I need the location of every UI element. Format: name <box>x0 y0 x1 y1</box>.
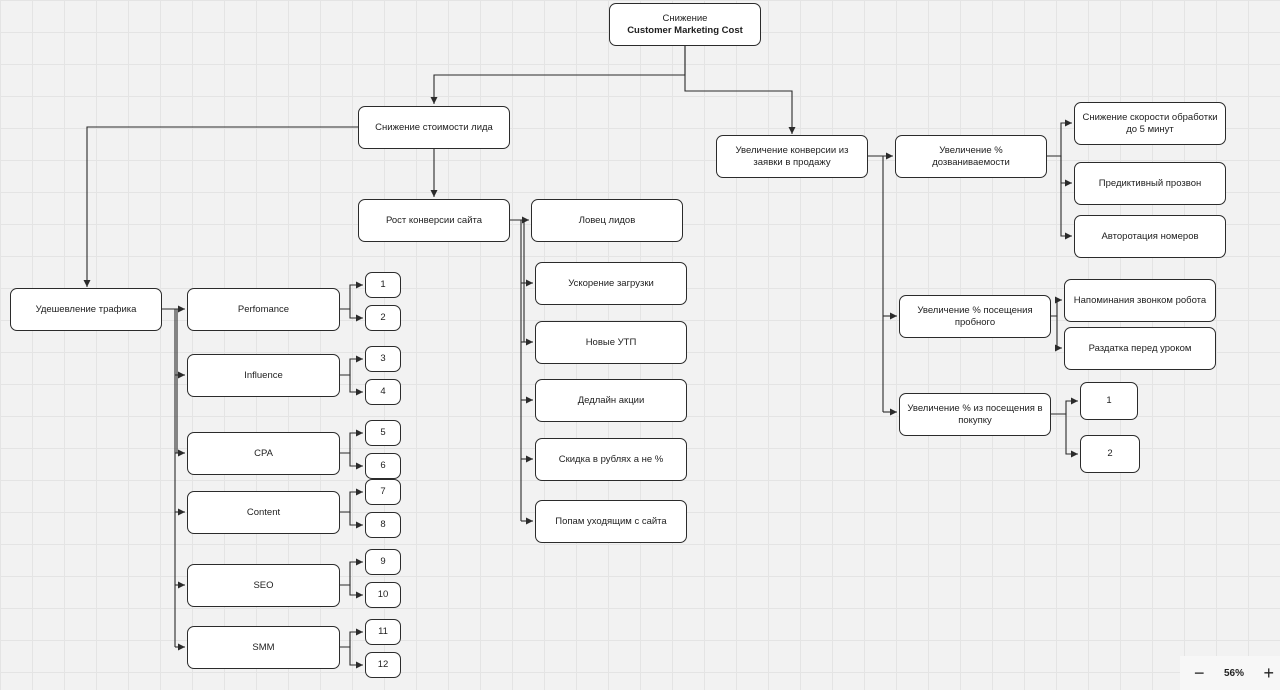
node-speedup[interactable]: Ускорение загрузки <box>535 262 687 305</box>
node-performance[interactable]: Perfomance <box>187 288 340 331</box>
node-num-7[interactable]: 7 <box>365 479 401 505</box>
node-new-usp[interactable]: Новые УТП <box>535 321 687 364</box>
edge-siteconv-trunk <box>510 219 522 521</box>
edge-conv-trunk <box>868 155 884 412</box>
node-site-conv[interactable]: Рост конверсии сайта <box>358 199 510 242</box>
node-num-8[interactable]: 8 <box>365 512 401 538</box>
zoom-level: 56% <box>1223 667 1244 679</box>
node-num-1[interactable]: 1 <box>365 272 401 298</box>
node-lead-catcher[interactable]: Ловец лидов <box>531 199 683 242</box>
node-visit-purchase[interactable]: Увеличение % из посещения в покупку <box>899 393 1051 436</box>
zoom-out-button[interactable]: − <box>1194 663 1205 683</box>
node-deadline[interactable]: Дедлайн акции <box>535 379 687 422</box>
node-cpa[interactable]: CPA <box>187 432 340 475</box>
node-robot-reminder[interactable]: Напоминания звонком робота <box>1064 279 1216 322</box>
edge-leadcost-traffic <box>83 126 358 287</box>
node-num-9[interactable]: 9 <box>365 549 401 575</box>
edge-siteconv-trunk2 <box>513 219 525 342</box>
node-root-line1: Снижение <box>662 12 708 24</box>
node-num-4[interactable]: 4 <box>365 379 401 405</box>
node-conv-request[interactable]: Увеличение конверсии из заявки в продажу <box>716 135 868 178</box>
node-num-2[interactable]: 2 <box>365 305 401 331</box>
node-num-10[interactable]: 10 <box>365 582 401 608</box>
node-num-3[interactable]: 3 <box>365 346 401 372</box>
zoom-control: − 56% + <box>1180 656 1280 690</box>
node-popup[interactable]: Попам уходящим с сайта <box>535 500 687 543</box>
node-content[interactable]: Content <box>187 491 340 534</box>
node-discount[interactable]: Скидка в рублях а не % <box>535 438 687 481</box>
node-num-11[interactable]: 11 <box>365 619 401 645</box>
node-seo[interactable]: SEO <box>187 564 340 607</box>
node-influence[interactable]: Influence <box>187 354 340 397</box>
edge-traffic-trunk <box>162 308 176 647</box>
node-traffic[interactable]: Удешевление трафика <box>10 288 162 331</box>
node-handout[interactable]: Раздатка перед уроком <box>1064 327 1216 370</box>
node-smm[interactable]: SMM <box>187 626 340 669</box>
node-root-line2: Customer Marketing Cost <box>627 24 743 36</box>
node-purchase-1[interactable]: 1 <box>1080 382 1138 420</box>
node-trial-visit[interactable]: Увеличение % посещения пробного <box>899 295 1051 338</box>
zoom-in-button[interactable]: + <box>1263 663 1274 683</box>
edge-root-convrequest <box>684 46 796 134</box>
node-num-6[interactable]: 6 <box>365 453 401 479</box>
node-root[interactable]: Снижение Customer Marketing Cost <box>609 3 761 46</box>
node-dial-rate[interactable]: Увеличение % дозваниваемости <box>895 135 1047 178</box>
node-purchase-2[interactable]: 2 <box>1080 435 1140 473</box>
node-speed-5min[interactable]: Снижение скорости обработки до 5 минут <box>1074 102 1226 145</box>
node-lead-cost[interactable]: Снижение стоимости лида <box>358 106 510 149</box>
node-num-12[interactable]: 12 <box>365 652 401 678</box>
edge-root-leadcost <box>430 46 686 104</box>
node-predictive[interactable]: Предиктивный прозвон <box>1074 162 1226 205</box>
node-autorotation[interactable]: Авторотация номеров <box>1074 215 1226 258</box>
node-num-5[interactable]: 5 <box>365 420 401 446</box>
edge-traffic-trunk2 <box>165 308 178 453</box>
